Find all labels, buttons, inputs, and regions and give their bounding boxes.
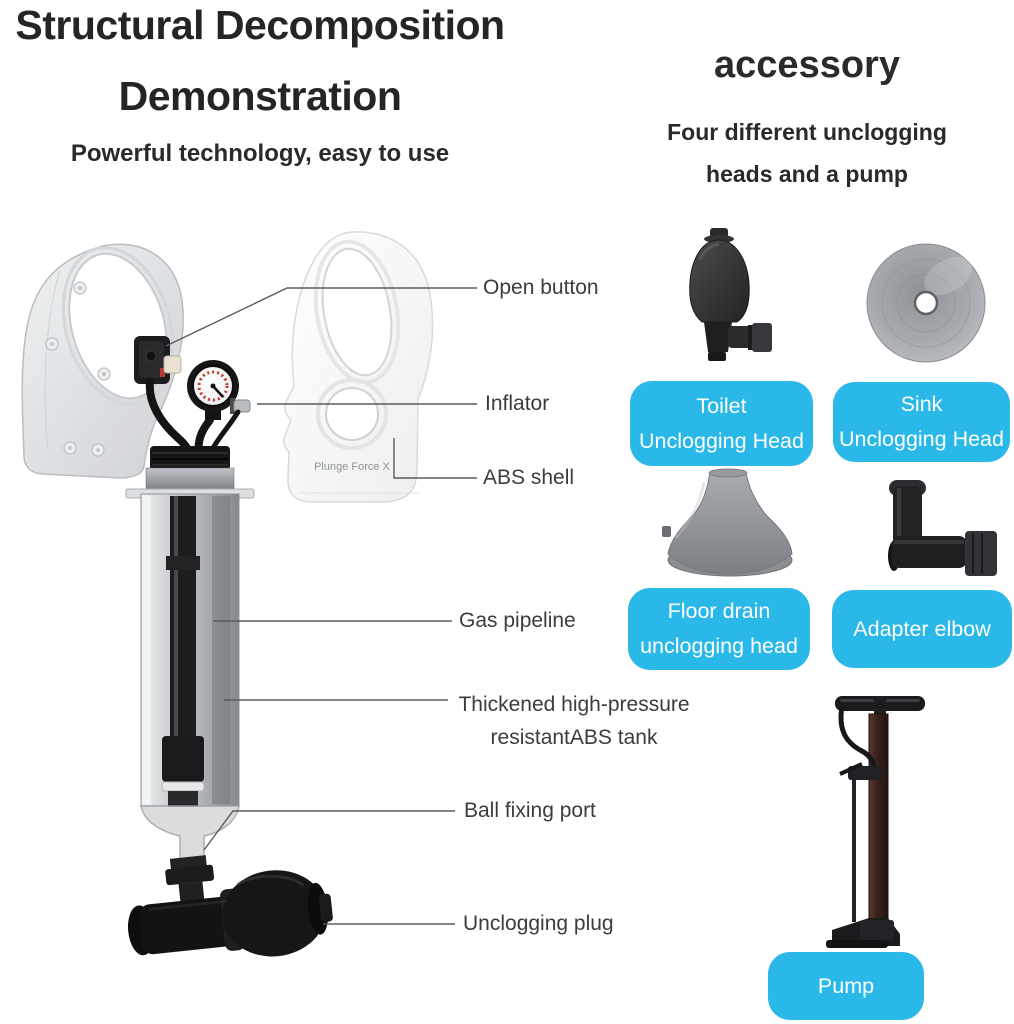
sink-head-image xyxy=(866,243,986,363)
pressure-gauge-illustration xyxy=(163,355,251,420)
callout-gas-pipeline: Gas pipeline xyxy=(459,609,576,632)
accessory-subtitle-line2: heads and a pump xyxy=(706,161,908,187)
badge-toilet-unclogging-head: Toilet Unclogging Head xyxy=(630,381,813,466)
badge-floor-drain-unclogging-head: Floor drain unclogging head xyxy=(628,588,810,670)
main-title-line2: Demonstration xyxy=(118,73,402,119)
callout-tank: Thickened high-pressure resistantABS tan… xyxy=(452,688,696,754)
badge-floor-line2: unclogging head xyxy=(640,634,798,658)
exploded-view-illustration: Plunge Force X xyxy=(21,231,477,957)
badge-toilet-line1: Toilet xyxy=(696,393,747,418)
badge-sink-line1: Sink xyxy=(900,392,943,416)
badge-adapter-label: Adapter elbow xyxy=(853,616,991,641)
leader-open-button xyxy=(165,287,477,347)
leader-ball-fixing-port xyxy=(203,810,455,851)
accessory-title: accessory xyxy=(714,44,900,86)
callout-inflator: Inflator xyxy=(485,392,550,415)
badge-pump: Pump xyxy=(768,952,924,1020)
floor-drain-head-image xyxy=(662,468,793,577)
product-brand-text: Plunge Force X xyxy=(314,461,390,473)
open-button-illustration xyxy=(134,336,170,384)
callout-tank-line2: resistantABS tank xyxy=(490,726,658,749)
pump-image xyxy=(826,696,925,948)
callout-ball-fixing-port: Ball fixing port xyxy=(464,799,596,822)
badge-adapter-elbow: Adapter elbow xyxy=(832,590,1012,668)
accessory-subtitle: Four different unclogging heads and a pu… xyxy=(600,111,1014,195)
badge-toilet-line2: Unclogging Head xyxy=(639,428,804,453)
callout-tank-line1: Thickened high-pressure xyxy=(458,693,690,716)
accessory-header: accessory Four different unclogging head… xyxy=(600,44,1014,195)
left-header: Structural Decomposition Demonstration P… xyxy=(0,2,520,168)
callout-open-button: Open button xyxy=(483,276,599,299)
unclogging-plug-illustration xyxy=(127,855,333,957)
accessory-subtitle-line1: Four different unclogging xyxy=(667,119,947,145)
adapter-elbow-image xyxy=(888,480,997,576)
callout-unclogging-plug: Unclogging plug xyxy=(463,912,614,935)
main-subtitle: Powerful technology, easy to use xyxy=(70,140,450,167)
badge-floor-line1: Floor drain xyxy=(667,599,771,623)
leader-abs-shell xyxy=(393,438,477,479)
main-title-line1: Structural Decomposition xyxy=(15,2,505,48)
abs-shell-illustration: Plunge Force X xyxy=(282,231,434,503)
callout-abs-shell: ABS shell xyxy=(483,466,575,489)
toilet-head-image xyxy=(689,228,772,361)
badge-pump-label: Pump xyxy=(817,973,875,998)
tank-illustration xyxy=(125,446,255,807)
badge-sink-unclogging-head: Sink Unclogging Head xyxy=(833,382,1010,462)
badge-sink-line2: Unclogging Head xyxy=(839,427,1004,451)
